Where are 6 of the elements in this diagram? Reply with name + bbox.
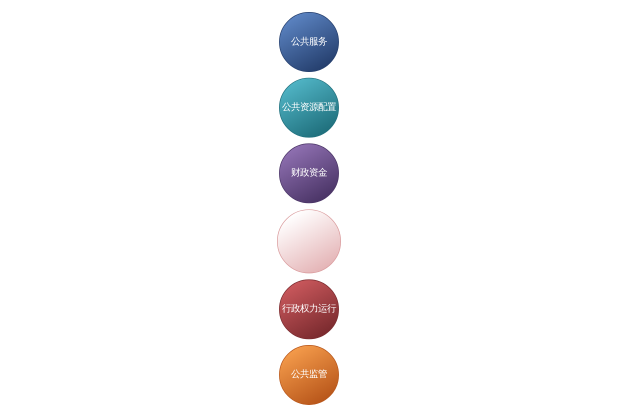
node-circle: 行政权力运行 [278,279,338,340]
node-circle: 公共监管 [278,345,338,405]
node-circle [276,209,340,274]
node-circle: 财政资金 [278,143,338,204]
node-circle: 公共服务 [278,12,338,72]
node-circle: 公共资源配置 [278,78,338,138]
